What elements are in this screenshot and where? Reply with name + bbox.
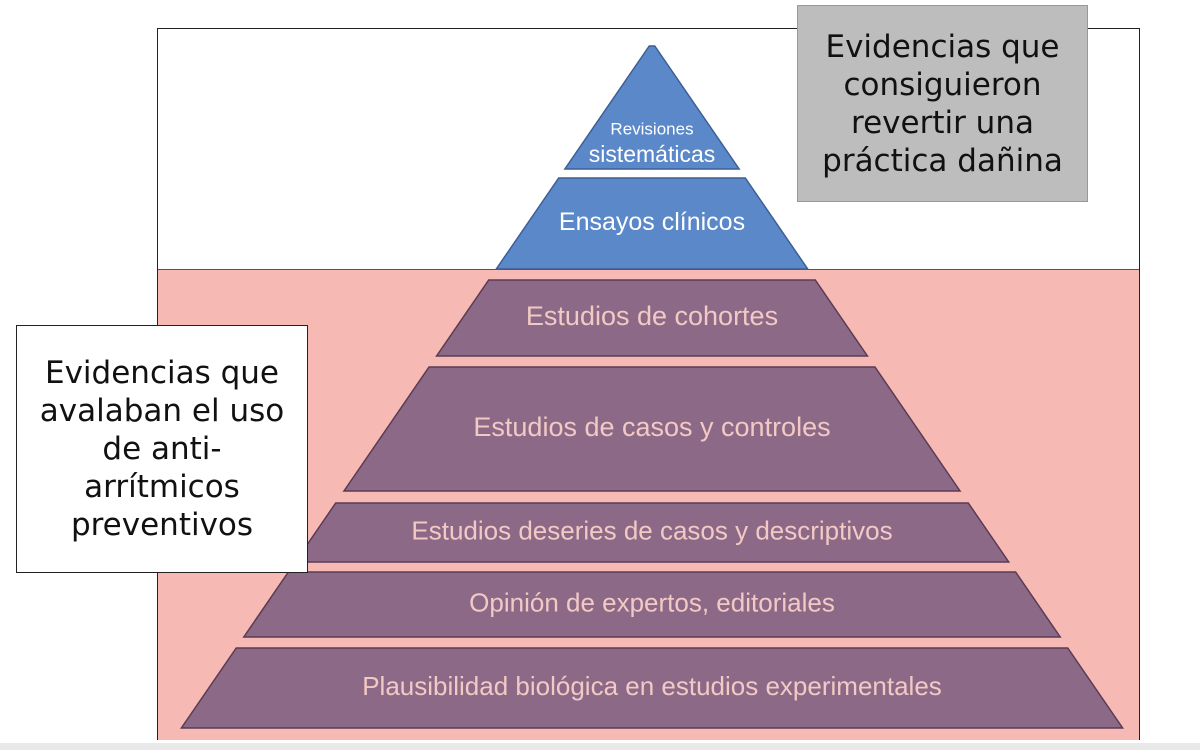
pyramid-tier-label-expert-opinion: Opinión de expertos, editoriales bbox=[469, 587, 835, 617]
callout-left-line: Evidencias que bbox=[45, 355, 279, 391]
pyramid-tier-cohort-studies bbox=[435, 279, 869, 357]
callout-supporting-evidence: Evidencias que avalaban el uso de anti- … bbox=[16, 325, 308, 573]
pyramid-tier-case-control-studies bbox=[342, 366, 962, 492]
pyramid-tier-label-cohort-studies: Estudios de cohortes bbox=[526, 301, 778, 331]
callout-supporting-evidence-text: Evidencias que avalaban el uso de anti- … bbox=[40, 354, 284, 544]
callout-reversing-evidence: Evidencias que consiguieron revertir una… bbox=[797, 5, 1088, 202]
callout-top-line: revertir una bbox=[851, 104, 1034, 141]
pyramid-tier-clinical-trials bbox=[494, 177, 810, 270]
pyramid-tier-label-systematic-reviews: sistemáticas bbox=[589, 141, 716, 167]
pyramid-tier-label-systematic-reviews: Revisiones bbox=[610, 119, 693, 138]
pyramid-tier-biological-plausibility bbox=[179, 647, 1125, 729]
pyramid-tier-label-case-series-descriptive: Estudios deseries de casos y descriptivo… bbox=[411, 515, 892, 545]
pyramid-tier-expert-opinion bbox=[242, 571, 1062, 638]
pyramid-tier-case-series-descriptive bbox=[293, 502, 1011, 563]
callout-top-line: práctica dañina bbox=[822, 142, 1063, 179]
callout-top-line: Evidencias que bbox=[825, 28, 1060, 65]
callout-left-line: de anti- bbox=[102, 431, 222, 467]
pyramid-tier-label-biological-plausibility: Plausibilidad biológica en estudios expe… bbox=[362, 671, 942, 701]
callout-reversing-evidence-text: Evidencias que consiguieron revertir una… bbox=[822, 28, 1063, 180]
callout-left-line: avalaban el uso bbox=[39, 393, 285, 429]
callout-left-line: preventivos bbox=[70, 507, 254, 543]
pyramid-tier-label-case-control-studies: Estudios de casos y controles bbox=[473, 412, 830, 442]
pyramid-tier-systematic-reviews bbox=[563, 45, 741, 170]
callout-left-line: arrítmicos bbox=[84, 469, 240, 505]
callout-top-line: consiguieron bbox=[843, 66, 1042, 103]
bottom-strip bbox=[0, 743, 1200, 750]
pyramid-tier-label-clinical-trials: Ensayos clínicos bbox=[559, 208, 745, 236]
